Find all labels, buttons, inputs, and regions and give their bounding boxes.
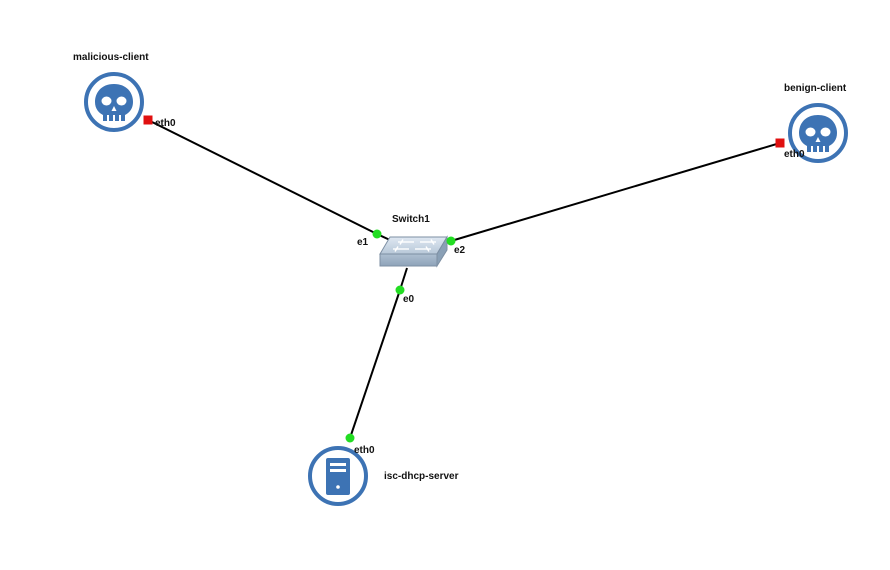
malicious-client-label[interactable]: malicious-client <box>73 52 149 63</box>
switch-e0-port-label: e0 <box>403 294 415 305</box>
benign-eth0-port-label: eth0 <box>784 149 805 160</box>
switch-label[interactable]: Switch1 <box>392 214 430 225</box>
port-server-eth0[interactable] <box>345 433 355 443</box>
port-malicious-eth0[interactable] <box>143 115 153 125</box>
malicious-eth0-port-label: eth0 <box>155 118 176 129</box>
skull-icon <box>788 103 848 163</box>
benign-client-node[interactable] <box>788 103 848 163</box>
port-benign-eth0[interactable] <box>775 138 785 148</box>
server-eth0-port-label: eth0 <box>354 445 375 456</box>
benign-client-label[interactable]: benign-client <box>784 83 847 94</box>
server-icon <box>308 446 368 506</box>
malicious-client-node[interactable] <box>84 72 144 132</box>
dhcp-server-node[interactable] <box>308 446 368 506</box>
switch-node[interactable] <box>379 235 448 268</box>
port-switch-e2[interactable] <box>446 236 456 246</box>
dhcp-server-label[interactable]: isc-dhcp-server <box>384 471 459 482</box>
skull-icon <box>84 72 144 132</box>
link-server-switch[interactable] <box>349 289 401 439</box>
switch-e1-port-label: e1 <box>357 237 369 248</box>
link-malicious-switch[interactable] <box>147 119 378 235</box>
switch-e2-port-label: e2 <box>454 245 466 256</box>
port-switch-e1[interactable] <box>372 229 382 239</box>
ethernet-switch-icon <box>379 235 448 268</box>
link-benign-switch[interactable] <box>450 142 781 242</box>
port-switch-e0[interactable] <box>395 285 405 295</box>
